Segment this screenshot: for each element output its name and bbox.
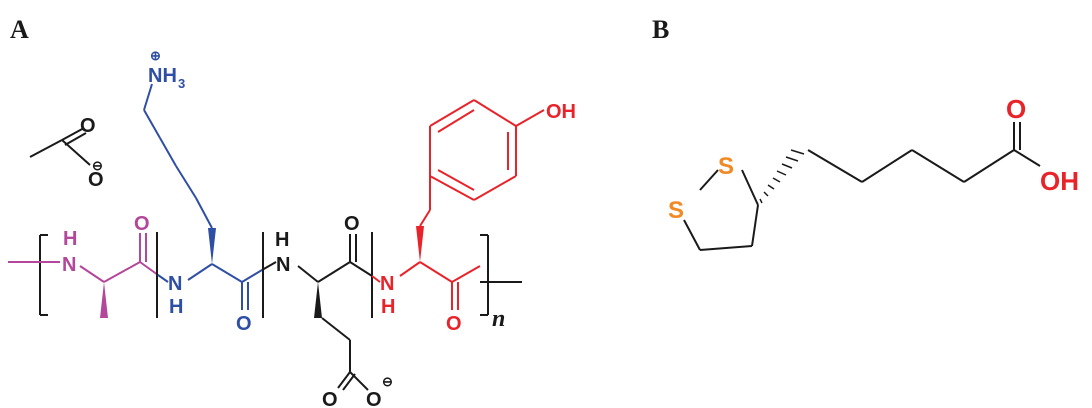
tyrosine-unit: [371, 99, 545, 310]
hashed-wedge-bond: [759, 149, 805, 204]
glutamate-carboxylate-oxygen-1: O: [322, 389, 338, 408]
alanine-nitrogen: N: [62, 254, 76, 276]
glutamate-sidechain-wedge: [314, 282, 322, 318]
glutamate-nitrogen: N: [276, 254, 290, 276]
pentanoic-chain: [807, 122, 1041, 183]
glutamate-carbonyl-oxygen: O: [344, 213, 360, 235]
lysine-positive-charge: ⊕: [150, 48, 161, 63]
repeat-count-n: n: [492, 306, 505, 332]
glutamate-hydrogen: H: [275, 229, 289, 251]
lysine-amine-subscript: 3: [178, 76, 185, 91]
lysine-carbonyl-oxygen: O: [236, 313, 252, 335]
panel-label-b: B: [652, 15, 669, 44]
glutamate-unit: [261, 234, 373, 391]
lipoic-sulfur-2: S: [668, 197, 684, 224]
acetate-oxygen-double: O: [80, 115, 96, 137]
tyrosine-hydrogen: H: [381, 296, 395, 318]
acetate-negative-charge: ⊖: [92, 158, 103, 173]
glutamate-negative-charge: ⊖: [382, 374, 393, 389]
lysine-sidechain-wedge: [208, 228, 216, 264]
copolymer-structure: O O ⊖ N H O: [8, 48, 576, 408]
lipoic-sulfur-1: S: [718, 153, 734, 180]
dithiolane-ring: [683, 169, 759, 251]
glutamate-carboxylate-oxygen-2: O: [366, 389, 382, 408]
alanine-hydrogen: H: [63, 228, 77, 250]
panel-label-a: A: [10, 15, 29, 44]
lysine-unit: [143, 83, 263, 310]
lipoic-carbonyl-oxygen: O: [1006, 94, 1026, 124]
lysine-nitrogen: N: [168, 273, 182, 295]
acetate-ion: [29, 127, 91, 166]
tyrosine-nitrogen: N: [380, 273, 394, 295]
repeat-bracket-right: [480, 234, 522, 316]
alanine-carbonyl-oxygen: O: [134, 213, 150, 235]
tyrosine-hydroxyl: OH: [546, 101, 576, 123]
lysine-amine-nitrogen: NH: [148, 65, 177, 87]
lipoic-acid-structure: S S O OH: [668, 94, 1079, 251]
repeat-bracket-left: [39, 234, 48, 316]
tyrosine-sidechain-wedge: [416, 226, 424, 262]
acetate-oxygen-single: O: [88, 169, 104, 191]
lipoic-hydroxyl: OH: [1040, 166, 1079, 196]
tyrosine-carbonyl-oxygen: O: [446, 313, 462, 335]
lysine-hydrogen: H: [169, 296, 183, 318]
alanine-methyl-wedge: [100, 282, 108, 318]
alanine-unit: [8, 233, 159, 283]
